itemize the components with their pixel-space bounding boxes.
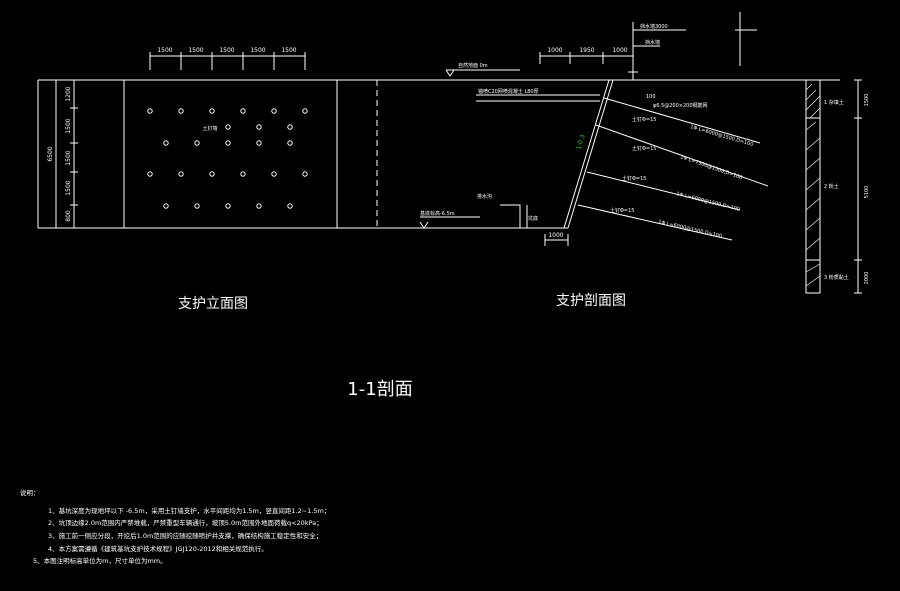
nail-point	[287, 203, 293, 209]
notes-heading: 说明：	[20, 488, 40, 497]
soil-nail-2	[595, 124, 769, 187]
soil-column	[805, 79, 821, 294]
dim-label-top: 1500	[281, 47, 296, 54]
nail-tag-3: 土钉Φ=15	[622, 175, 647, 182]
nail-point	[256, 140, 262, 146]
nail-point	[225, 124, 231, 130]
nail-label: 土钉墙	[202, 125, 217, 132]
slope-face	[567, 79, 614, 229]
soil-dim-ticks	[854, 79, 862, 294]
nail-point	[178, 171, 184, 177]
dim-label-left: 1500	[65, 180, 72, 195]
ground-elevation-label: 自然地面 0m	[458, 62, 488, 69]
bottom-dim-label: 1000	[548, 232, 563, 239]
water-wall-label: 挡水墙3000	[640, 23, 668, 30]
dim-label-top: 1500	[250, 47, 265, 54]
dim-label-top: 1500	[188, 47, 203, 54]
nail-point	[163, 140, 169, 146]
section-caption: 支护剖面图	[556, 293, 626, 309]
dim-label-top: 1500	[219, 47, 234, 54]
nail-point	[225, 140, 231, 146]
lead-note-2: φ6.5@200×200钢筋网	[653, 102, 708, 109]
nail-point	[178, 108, 184, 114]
note-item: 2、坑顶边缘2.0m范围内严禁堆载，严禁重型车辆通行，坡顶5.0m范围外地面荷载…	[48, 518, 323, 527]
nail-spec-3: 1Φ L=6000@1500,D=100	[676, 191, 741, 213]
dim-ticks-top	[149, 52, 306, 70]
lead-note: 锚喷C20网喷混凝土 L80厚	[478, 88, 539, 95]
dim-label-left: 800	[65, 210, 72, 222]
dim-label-left: 1500	[65, 118, 72, 133]
nail-point	[194, 203, 200, 209]
slope-face-inner	[563, 79, 610, 229]
soil-nail-3	[586, 171, 741, 211]
drain-ditch	[500, 204, 521, 228]
dim-label-top: 1500	[157, 47, 172, 54]
nail-point	[240, 108, 246, 114]
elevation-view	[37, 52, 600, 229]
nail-point	[302, 171, 308, 177]
bottom-elevation-marker	[419, 221, 429, 229]
section-labels: 1000 1950 1000 挡水墙3000 挡水墙 自然地面 0m 锚喷C20…	[420, 23, 870, 309]
dim-label-left: 1500	[65, 150, 72, 165]
nail-point	[302, 108, 308, 114]
section-view	[419, 12, 862, 294]
section-dim-label: 1950	[579, 47, 594, 54]
nail-spec-1: 1Φ L=6000@1500,D=100	[689, 124, 753, 148]
soil-nail-4	[577, 204, 733, 241]
soil-dim-label: 1500	[864, 94, 870, 107]
nail-point	[240, 171, 246, 177]
nail-point	[209, 171, 215, 177]
nail-point	[163, 203, 169, 209]
nail-point	[271, 171, 277, 177]
note-item: 4、本方案需遵循《建筑基坑支护技术规程》JGJ120-2012和相关规范执行。	[48, 544, 268, 553]
elevation-caption: 支护立面图	[178, 296, 248, 312]
soil-layer-label: 1 杂填土	[824, 99, 844, 106]
soil-layer-label: 2 粉土	[824, 183, 839, 190]
soil-nail-1	[603, 97, 761, 144]
elevation-marker	[445, 69, 455, 77]
nail-tag-4: 土钉Φ=15	[610, 207, 635, 214]
note-item: 3、施工前一侧应分段，开挖后1.0m范围的应随挖随喷护并支撑，确保结构施工稳定性…	[48, 531, 322, 540]
nail-point	[209, 108, 215, 114]
nail-point	[147, 108, 153, 114]
notes-block: 说明： 1、基坑深度为现地坪以下 -6.5m，采用土钉墙支护，水平间距均为1.5…	[20, 488, 330, 565]
nail-tag-2: 土钉Φ=15	[632, 145, 657, 152]
note-item: 1、基坑深度为现地坪以下 -6.5m，采用土钉墙支护，水平间距均为1.5m，竖直…	[48, 506, 330, 515]
nail-spec-4: 1Φ L=6000@1500,D=100	[658, 219, 723, 240]
soil-hatch	[805, 83, 821, 287]
note-item: 5、本图注明标高单位为m，尺寸单位为mm。	[33, 556, 167, 565]
bottom-elevation-label: 基底标高-6.5m	[420, 210, 455, 217]
nail-point	[194, 140, 200, 146]
soil-layer-label: 3 粉质黏土	[824, 274, 849, 281]
ditch-side-label: 坑底	[528, 215, 538, 222]
nail-grid	[147, 108, 308, 209]
dim-label-left: 1200	[65, 86, 72, 101]
nail-tag-1: 土钉Φ=15	[632, 116, 657, 123]
nail-point	[225, 203, 231, 209]
edge-label: 100	[646, 94, 656, 100]
slope-ratio-label: 1:0.3	[575, 134, 586, 151]
section-dim-label: 1000	[547, 47, 562, 54]
nail-point	[287, 124, 293, 130]
nail-point	[256, 203, 262, 209]
section-title: 1-1剖面	[347, 379, 412, 400]
nail-point	[147, 171, 153, 177]
nail-spec-2: 1Φ L=7500@1500,D=100	[679, 154, 743, 181]
elevation-labels: 1500 1500 1500 1500 1500 1200 1500 1500 …	[47, 47, 297, 312]
soil-dim-label: 2000	[864, 272, 870, 285]
nail-point	[256, 124, 262, 130]
nail-point	[271, 108, 277, 114]
ditch-label: 排水沟	[477, 193, 492, 200]
dim-label-total: 6500	[47, 146, 54, 161]
soil-dim-label: 5100	[864, 186, 870, 199]
water-wall-small-label: 挡水墙	[645, 39, 660, 46]
dim-ticks-left	[52, 79, 78, 229]
section-dim-label: 1000	[612, 47, 627, 54]
nail-point	[287, 140, 293, 146]
